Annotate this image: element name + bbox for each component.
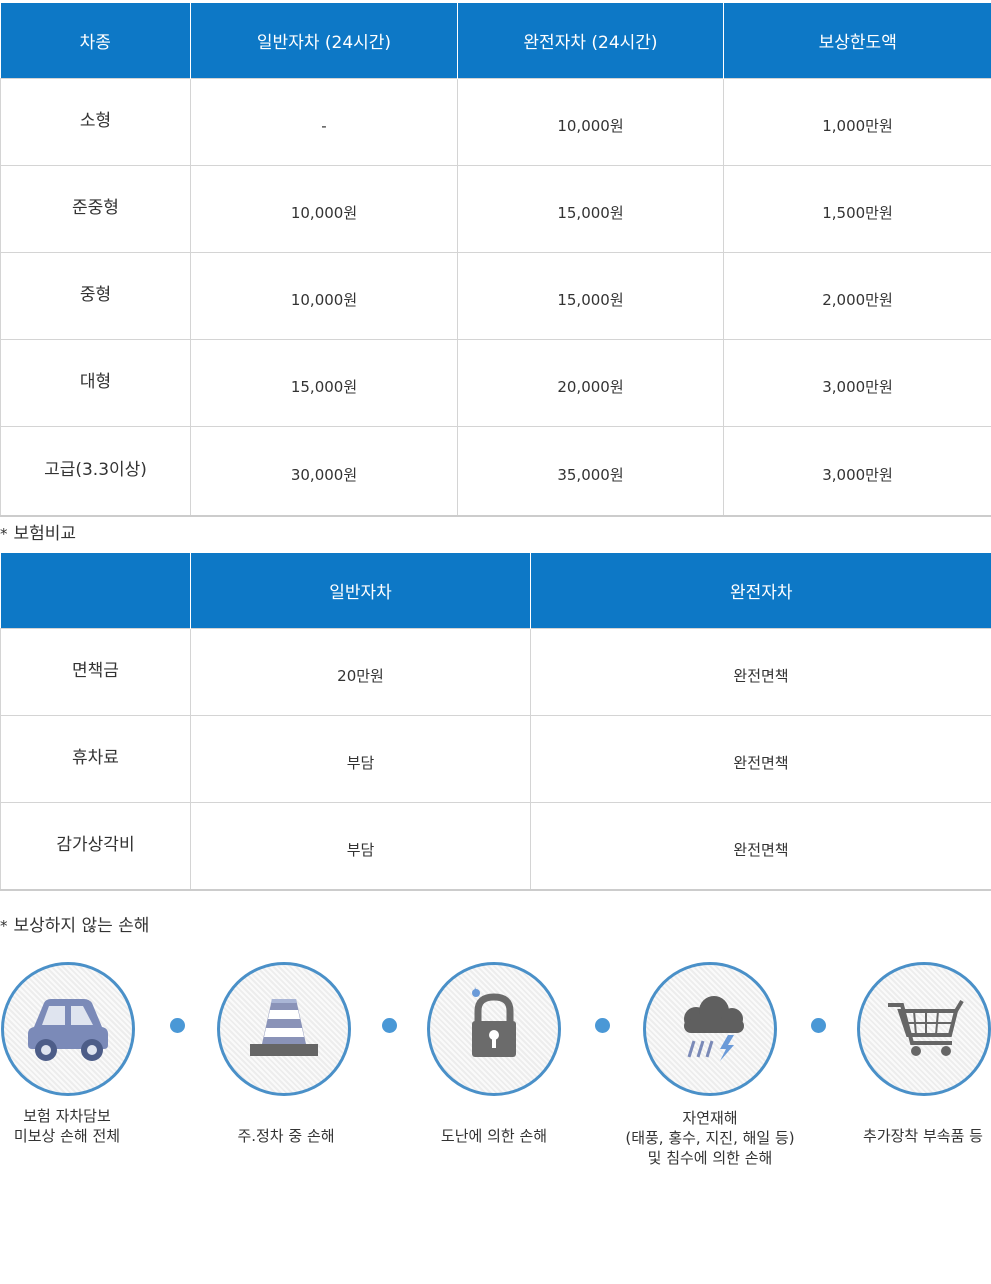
col-header-standard-cdw: 일반자차	[190, 553, 531, 629]
rate-table-header-row: 차종 일반자차 (24시간) 완전자차 (24시간) 보상한도액	[0, 3, 991, 79]
uncovered-item-parking	[217, 962, 351, 1096]
car-class-cell: 대형	[0, 339, 191, 427]
standard-cdw-cell: 부담	[190, 802, 531, 891]
table-row: 면책금 20만원 완전면책	[0, 628, 991, 716]
insurance-compare-title: * 보험비교	[0, 519, 76, 544]
caption-line: 주.정차 중 손해	[237, 1127, 335, 1145]
caption-line: (태풍, 홍수, 지진, 해일 등)	[625, 1129, 795, 1147]
table-row: 중형 10,000원 15,000원 2,000만원	[0, 252, 991, 340]
caption-line: 및 침수에 의한 손해	[647, 1149, 773, 1167]
coverage-limit-cell: 1,000만원	[723, 78, 991, 166]
table-row: 감가상각비 부담 완전면책	[0, 802, 991, 891]
table-row: 휴차료 부담 완전면책	[0, 715, 991, 803]
icon-circle	[643, 962, 777, 1096]
caption-disaster: 자연재해 (태풍, 홍수, 지진, 해일 등) 및 침수에 의한 손해	[610, 1108, 810, 1168]
padlock-icon	[472, 987, 516, 1057]
full-cdw-cell: 15,000원	[457, 165, 724, 253]
caption-line: 추가장착 부속품 등	[863, 1127, 983, 1145]
caption-line: 도난에 의한 손해	[440, 1127, 548, 1145]
standard-cdw-cell: 30,000원	[190, 426, 458, 517]
standard-cdw-cell: 20만원	[190, 628, 531, 716]
caption-car: 보험 자차담보 미보상 손해 전체	[0, 1106, 167, 1146]
full-cdw-cell: 완전면책	[530, 715, 991, 803]
compare-table-header-row: 일반자차 완전자차	[0, 553, 991, 629]
coverage-limit-cell: 3,000만원	[723, 426, 991, 517]
bullet-star: *	[0, 917, 8, 935]
section-title-text: 보험비교	[13, 524, 77, 544]
uncovered-item-accessory	[857, 962, 991, 1096]
rental-rate-table: 차종 일반자차 (24시간) 완전자차 (24시간) 보상한도액 소형 - 10…	[0, 3, 991, 517]
col-header-standard-cdw: 일반자차 (24시간)	[190, 3, 458, 79]
standard-cdw-cell: 10,000원	[190, 252, 458, 340]
full-cdw-cell: 10,000원	[457, 78, 724, 166]
full-cdw-cell: 20,000원	[457, 339, 724, 427]
caption-theft: 도난에 의한 손해	[394, 1126, 594, 1146]
coverage-limit-cell: 3,000만원	[723, 339, 991, 427]
shopping-cart-icon	[888, 999, 964, 1056]
col-header-full-cdw: 완전자차	[530, 553, 991, 629]
caption-line: 보험 자차담보	[23, 1107, 111, 1125]
insurance-compare-table: 일반자차 완전자차 면책금 20만원 완전면책 휴차료 부담 완전면책 감가상각…	[0, 553, 991, 891]
coverage-limit-cell: 1,500만원	[723, 165, 991, 253]
icon-circle	[857, 962, 991, 1096]
caption-parking: 주.정차 중 손해	[186, 1126, 386, 1146]
step-dot	[811, 1018, 826, 1033]
full-cdw-cell: 완전면책	[530, 628, 991, 716]
caption-line: 자연재해	[682, 1109, 738, 1127]
car-class-cell: 고급(3.3이상)	[0, 426, 191, 517]
step-dot	[595, 1018, 610, 1033]
col-header-full-cdw: 완전자차 (24시간)	[457, 3, 724, 79]
col-header-coverage-limit: 보상한도액	[723, 3, 991, 79]
car-class-cell: 소형	[0, 78, 191, 166]
car-class-cell: 중형	[0, 252, 191, 340]
car-icon	[28, 999, 108, 1061]
car-class-cell: 준중형	[0, 165, 191, 253]
icon-circle	[1, 962, 135, 1096]
uncovered-item-theft	[427, 962, 561, 1096]
full-cdw-cell: 35,000원	[457, 426, 724, 517]
cost-item-cell: 면책금	[0, 628, 191, 716]
cost-item-cell: 감가상각비	[0, 802, 191, 891]
table-row: 준중형 10,000원 15,000원 1,500만원	[0, 165, 991, 253]
icon-circle	[427, 962, 561, 1096]
table-row: 고급(3.3이상) 30,000원 35,000원 3,000만원	[0, 426, 991, 517]
table-row: 대형 15,000원 20,000원 3,000만원	[0, 339, 991, 427]
section-title-text: 보상하지 않는 손해	[13, 916, 150, 936]
standard-cdw-cell: 10,000원	[190, 165, 458, 253]
step-dot	[382, 1018, 397, 1033]
bullet-star: *	[0, 525, 8, 543]
uncovered-damage-title: * 보상하지 않는 손해	[0, 911, 149, 936]
cost-item-cell: 휴차료	[0, 715, 191, 803]
caption-line: 미보상 손해 전체	[13, 1127, 121, 1145]
coverage-limit-cell: 2,000만원	[723, 252, 991, 340]
uncovered-item-car	[1, 962, 135, 1096]
col-header-blank	[0, 553, 191, 629]
caption-accessory: 추가장착 부속품 등	[823, 1126, 991, 1146]
uncovered-item-disaster	[643, 962, 777, 1096]
table-row: 소형 - 10,000원 1,000만원	[0, 78, 991, 166]
full-cdw-cell: 15,000원	[457, 252, 724, 340]
standard-cdw-cell: 부담	[190, 715, 531, 803]
standard-cdw-cell: -	[190, 78, 458, 166]
col-header-car-class: 차종	[0, 3, 191, 79]
icon-circle	[217, 962, 351, 1096]
full-cdw-cell: 완전면책	[530, 802, 991, 891]
storm-cloud-icon	[684, 996, 744, 1061]
traffic-cone-icon	[250, 999, 318, 1056]
step-dot	[170, 1018, 185, 1033]
standard-cdw-cell: 15,000원	[190, 339, 458, 427]
